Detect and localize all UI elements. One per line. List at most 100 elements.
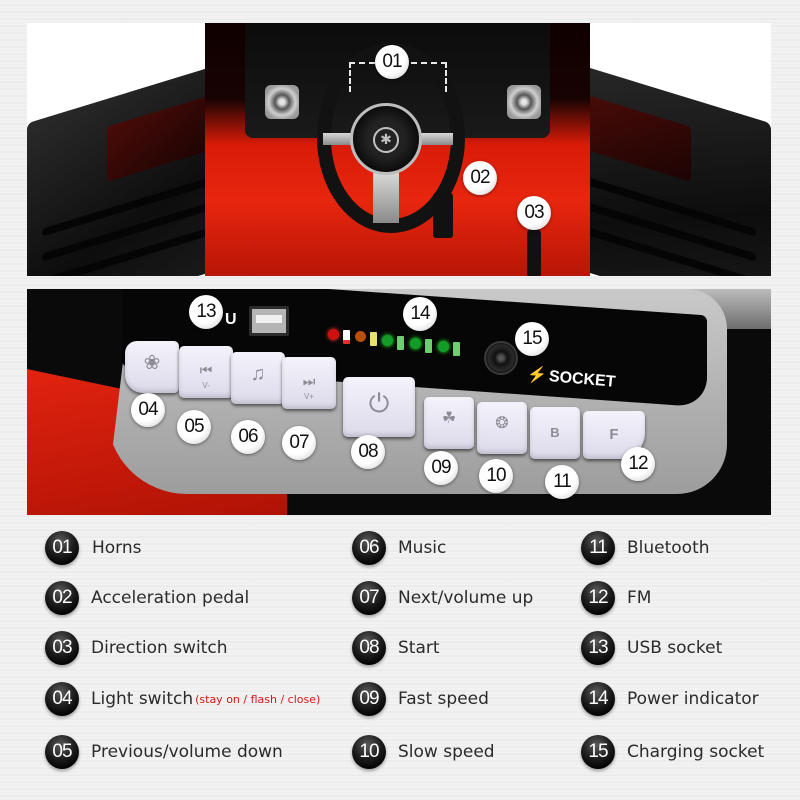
legend-label: USB socket	[627, 638, 723, 658]
legend-label: Next/volume up	[398, 588, 534, 608]
legend-label: Previous/volume down	[91, 742, 283, 762]
power-icon: ⏻	[368, 388, 390, 418]
number-badge: 10	[352, 735, 386, 769]
marker-06: 06	[231, 420, 265, 454]
battery-low-icon	[370, 332, 377, 346]
rabbit-icon: ☘	[441, 410, 457, 427]
marker-14: 14	[403, 297, 437, 331]
power-led-orange	[355, 331, 366, 342]
legend-item: 04 Light switch (stay on / flash / close…	[45, 681, 320, 717]
number-badge: 05	[45, 735, 79, 769]
battery-mid-icon	[397, 336, 404, 350]
marker-08: 08	[351, 435, 385, 469]
number-badge: 08	[352, 631, 386, 665]
legend-item: 01 Horns	[45, 530, 142, 566]
lightning-bolt-icon: ⚡	[526, 366, 548, 385]
legend-label: Direction switch	[91, 638, 228, 658]
legend-item: 10 Slow speed	[352, 734, 495, 770]
legend-label: Charging socket	[627, 742, 765, 762]
number-badge: 14	[581, 682, 615, 716]
legend-label: Horns	[92, 538, 142, 558]
air-vent-icon	[265, 85, 299, 119]
previous-volume-down-button[interactable]: ⏮V-	[179, 346, 233, 398]
music-note-icon: ♫	[250, 363, 266, 385]
battery-high-icon	[425, 339, 432, 353]
car-interior-photo: ✱ 01 02 03	[27, 23, 771, 276]
legend-item: 14 Power indicator	[581, 681, 759, 717]
marker-09: 09	[424, 451, 458, 485]
legend-label: Light switch	[91, 689, 194, 709]
slow-speed-button[interactable]: ❂	[477, 402, 527, 454]
light-switch-button[interactable]: ❀	[125, 341, 179, 393]
number-badge: 07	[352, 581, 386, 615]
marker-02: 02	[463, 161, 497, 195]
battery-empty-icon	[343, 330, 350, 344]
legend: 01 Horns 02 Acceleration pedal 03 Direct…	[0, 520, 800, 800]
number-badge: 11	[581, 531, 615, 565]
marker-05: 05	[177, 410, 211, 444]
music-button[interactable]: ♫	[231, 352, 285, 404]
legend-item: 07 Next/volume up	[352, 580, 533, 616]
number-badge: 03	[45, 631, 79, 665]
turtle-icon: ❂	[495, 415, 509, 432]
marker-10: 10	[479, 459, 513, 493]
legend-item: 09 Fast speed	[352, 681, 489, 717]
legend-item: 15 Charging socket	[581, 734, 764, 770]
number-badge: 15	[581, 735, 615, 769]
power-led-red	[328, 329, 339, 340]
charging-socket-jack[interactable]	[484, 341, 518, 375]
number-badge: 12	[581, 581, 615, 615]
acceleration-pedal	[433, 193, 453, 238]
legend-label: Start	[398, 638, 440, 658]
start-power-button[interactable]: ⏻	[343, 377, 415, 437]
brand-star-icon: ✱	[373, 127, 399, 153]
number-badge: 01	[45, 531, 79, 565]
lightbulb-icon: ❀	[143, 352, 161, 374]
legend-label: FM	[627, 588, 652, 608]
bluetooth-button[interactable]: B	[530, 407, 580, 459]
legend-label: Slow speed	[398, 742, 495, 762]
power-led-green	[410, 338, 421, 349]
legend-item: 05 Previous/volume down	[45, 734, 283, 770]
marker-12: 12	[621, 447, 655, 481]
battery-full-icon	[453, 342, 460, 356]
legend-label: Fast speed	[398, 689, 489, 709]
number-badge: 09	[352, 682, 386, 716]
marker-15: 15	[515, 322, 549, 356]
next-volume-up-button[interactable]: ⏭V+	[282, 357, 336, 409]
number-badge: 06	[352, 531, 386, 565]
power-led-green	[382, 335, 393, 346]
legend-item: 02 Acceleration pedal	[45, 580, 249, 616]
number-badge: 13	[581, 631, 615, 665]
previous-track-icon: ⏮	[199, 362, 213, 378]
legend-item: 13 USB socket	[581, 630, 722, 666]
next-track-icon: ⏭	[302, 373, 316, 389]
legend-item: 11 Bluetooth	[581, 530, 710, 566]
marker-01: 01	[375, 45, 409, 79]
marker-11: 11	[545, 465, 579, 499]
fast-speed-button[interactable]: ☘	[424, 397, 474, 449]
fm-icon: F	[609, 426, 619, 443]
usb-port-icon[interactable]	[249, 306, 289, 336]
marker-03: 03	[517, 196, 551, 230]
legend-label: Bluetooth	[627, 538, 710, 558]
legend-item: 06 Music	[352, 530, 446, 566]
number-badge: 02	[45, 581, 79, 615]
legend-label: Power indicator	[627, 689, 759, 709]
legend-label: Acceleration pedal	[91, 588, 250, 608]
legend-label: Music	[398, 538, 447, 558]
control-panel-photo: U ⚡SOCKET ❀ ⏮V- ♫ ⏭V+ ⏻ ☘ ❂ B F 04 05 06…	[27, 289, 771, 515]
air-vent-icon	[507, 85, 541, 119]
number-badge: 04	[45, 682, 79, 716]
legend-item: 03 Direction switch	[45, 630, 227, 666]
direction-switch	[527, 228, 541, 276]
legend-note: (stay on / flash / close)	[195, 692, 321, 706]
marker-07: 07	[282, 426, 316, 460]
legend-item: 12 FM	[581, 580, 651, 616]
usb-label: U	[225, 311, 237, 328]
legend-item: 08 Start	[352, 630, 440, 666]
marker-04: 04	[131, 393, 165, 427]
bluetooth-icon: B	[550, 425, 560, 440]
power-led-green	[438, 341, 449, 352]
marker-13: 13	[189, 295, 223, 329]
